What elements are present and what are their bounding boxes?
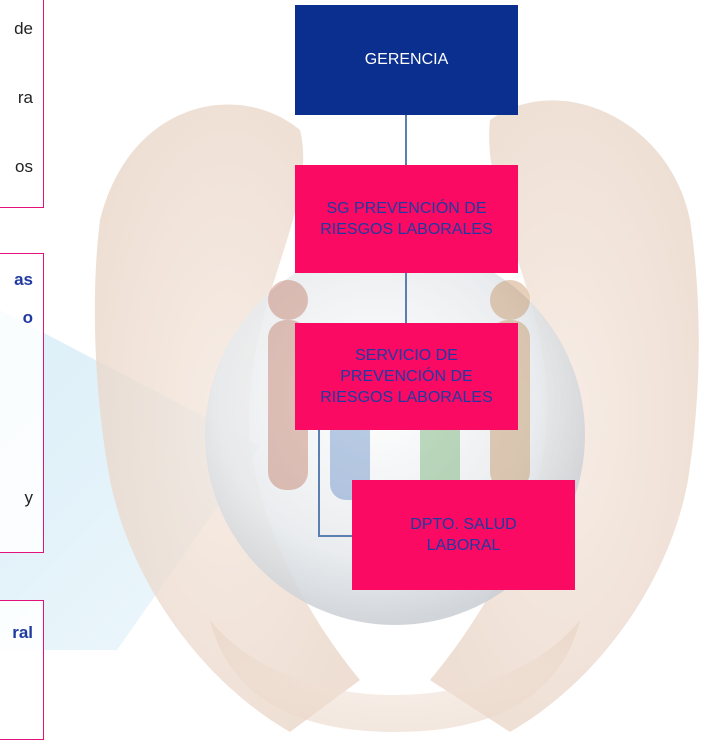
panel-2-text-2: o <box>22 308 33 327</box>
panel-2-text-3: y <box>24 488 34 507</box>
connector-1 <box>405 115 407 165</box>
org-box-sg-prevencion: SG PREVENCIÓN DE RIESGOS LABORALES <box>295 165 518 273</box>
panel-1-text-2: ra <box>17 88 33 107</box>
org-box-dpto-salud-label: DPTO. SALUD LABORAL <box>410 515 517 554</box>
panel-3-text-1: ral <box>12 623 33 642</box>
connector-4 <box>318 535 352 537</box>
panel-1-text-3: os <box>15 157 33 176</box>
left-panel-3: ral <box>0 600 44 740</box>
left-panel-1: de ra os <box>0 0 44 208</box>
panel-2-text-1: as <box>14 270 33 289</box>
org-box-sg-prevencion-label: SG PREVENCIÓN DE RIESGOS LABORALES <box>320 199 493 238</box>
org-box-gerencia-label: GERENCIA <box>364 51 449 69</box>
connector-2 <box>405 273 407 323</box>
left-panel-2: as o y <box>0 253 44 553</box>
org-box-servicio-prevencion-label: SERVICIO DE PREVENCIÓN DE RIESGOS LABORA… <box>320 346 493 407</box>
org-box-servicio-prevencion: SERVICIO DE PREVENCIÓN DE RIESGOS LABORA… <box>295 323 518 430</box>
org-box-gerencia: GERENCIA <box>295 5 518 115</box>
org-box-dpto-salud: DPTO. SALUD LABORAL <box>352 480 575 590</box>
connector-3 <box>318 430 320 536</box>
panel-1-text-1: de <box>14 19 33 38</box>
